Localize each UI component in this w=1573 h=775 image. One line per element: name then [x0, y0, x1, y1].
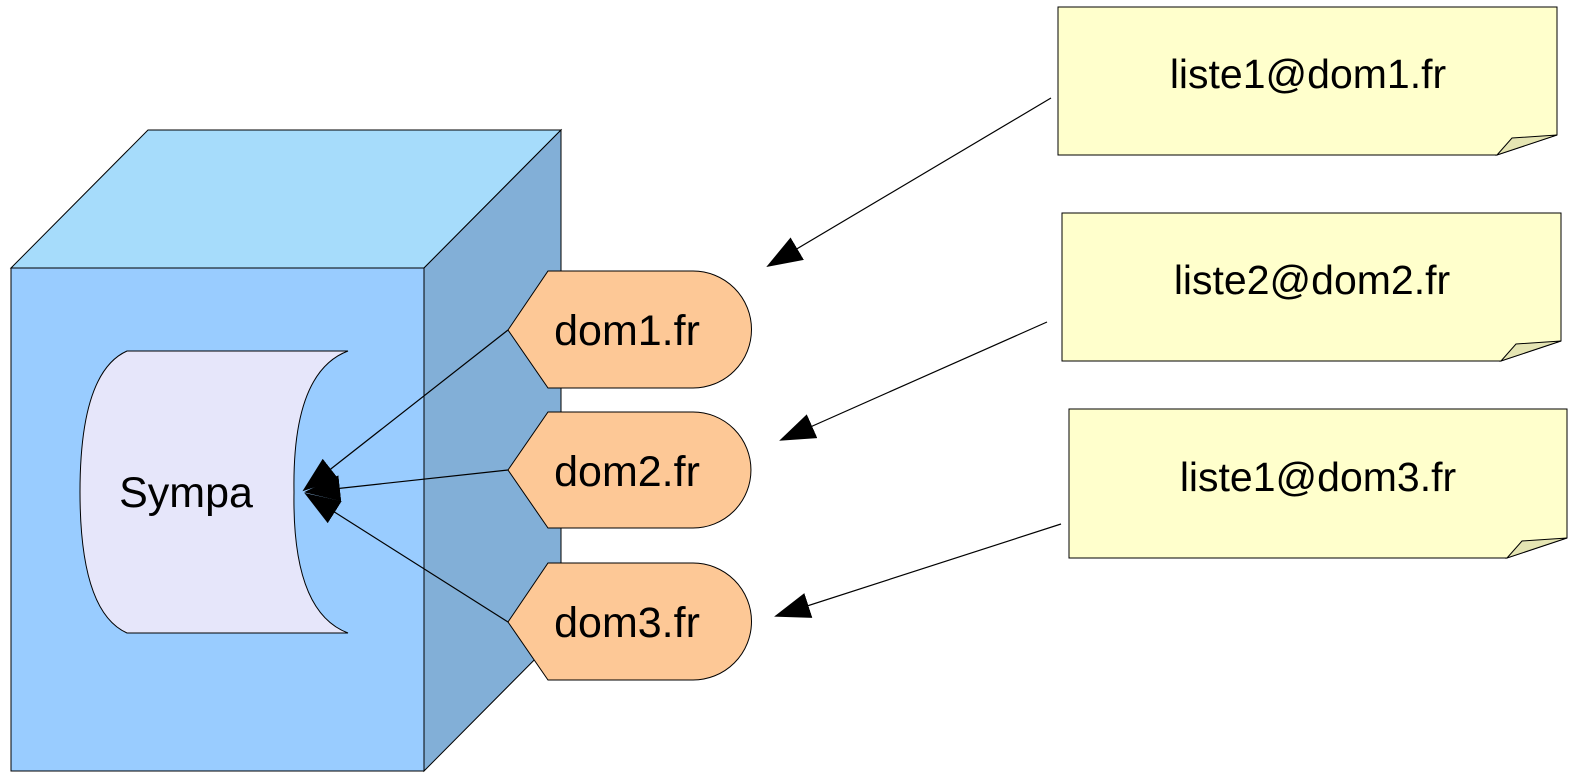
domain-label: dom3.fr	[554, 599, 700, 647]
sympa-label: Sympa	[119, 469, 253, 517]
list-note-fold	[1499, 340, 1562, 363]
list-note-fold	[1505, 537, 1568, 560]
list-address: liste1@dom1.fr	[1170, 51, 1446, 97]
domain-tag-shape	[507, 562, 752, 681]
arrow-list2-to-dom2	[779, 321, 1048, 441]
list-note-fold	[1495, 134, 1558, 157]
list-address: liste1@dom3.fr	[1180, 454, 1456, 500]
domain-label: dom2.fr	[554, 448, 700, 496]
domain-connectors	[302, 329, 509, 623]
domain-tag-shape	[507, 411, 752, 529]
list-arrows	[766, 97, 1062, 618]
connector-dom3	[304, 492, 509, 623]
connector-dom1	[302, 329, 509, 492]
list-address: liste2@dom2.fr	[1174, 257, 1450, 303]
arrow-list3-to-dom3	[774, 523, 1062, 618]
domain-tag-dom3: dom3.fr	[507, 562, 752, 681]
list-note-3: liste1@dom3.fr	[1068, 408, 1568, 560]
list-note-2: liste2@dom2.fr	[1061, 212, 1562, 363]
domain-label: dom1.fr	[554, 307, 700, 355]
domain-tag-shape	[507, 270, 752, 389]
connector-dom2	[304, 469, 509, 502]
arrow-list1-to-dom1	[766, 97, 1052, 268]
domain-tag-dom1: dom1.fr	[507, 270, 752, 389]
list-note-1: liste1@dom1.fr	[1057, 6, 1558, 157]
sympa-core: Sympa	[79, 350, 349, 634]
domain-tag-dom2: dom2.fr	[507, 411, 752, 529]
sympa-core-shape	[79, 350, 349, 634]
